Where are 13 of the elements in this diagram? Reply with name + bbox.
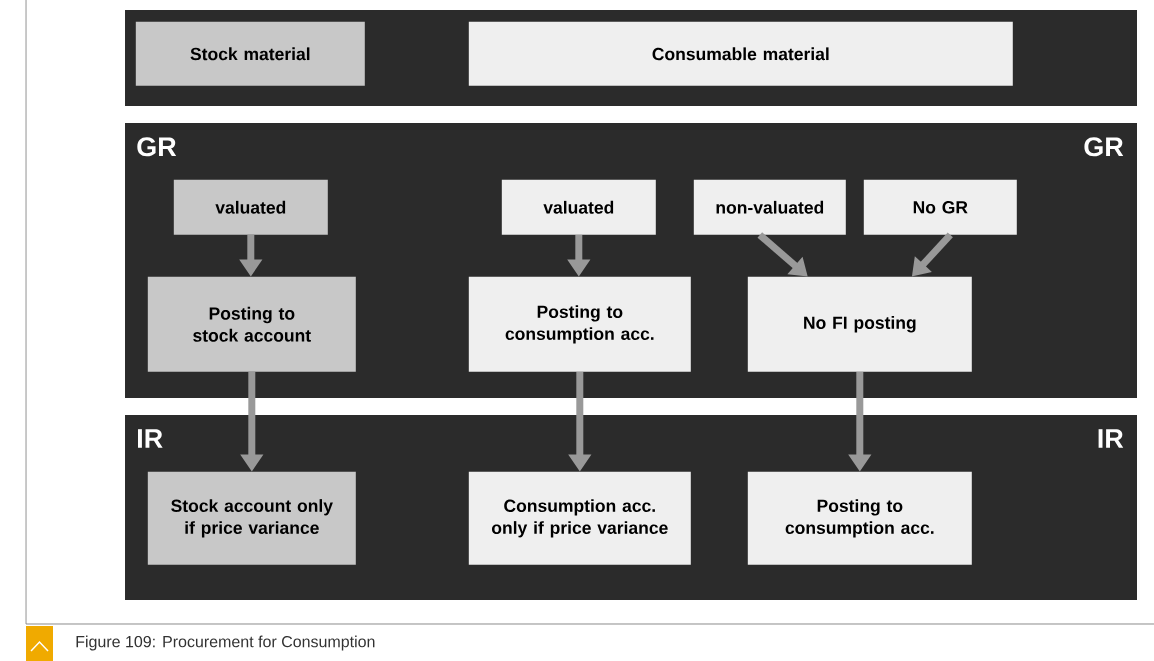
process-box: Posting to stock account [147, 276, 356, 372]
process-box: non-valuated [693, 179, 846, 235]
process-box: Posting to consumption acc. [747, 471, 972, 565]
process-box: Stock account only if price variance [147, 471, 356, 565]
process-box: Consumption acc. only if price variance [468, 471, 691, 565]
process-box: No FI posting [747, 276, 972, 372]
process-box: Posting to consumption acc. [468, 276, 691, 372]
process-box: No GR [863, 179, 1017, 235]
process-box: valuated [173, 179, 328, 235]
process-box: Stock material [135, 21, 365, 86]
process-box: Consumable material [468, 21, 1013, 86]
caption: Figure 109: Procurement for Consumption [76, 635, 375, 651]
process-box: valuated [501, 179, 656, 235]
